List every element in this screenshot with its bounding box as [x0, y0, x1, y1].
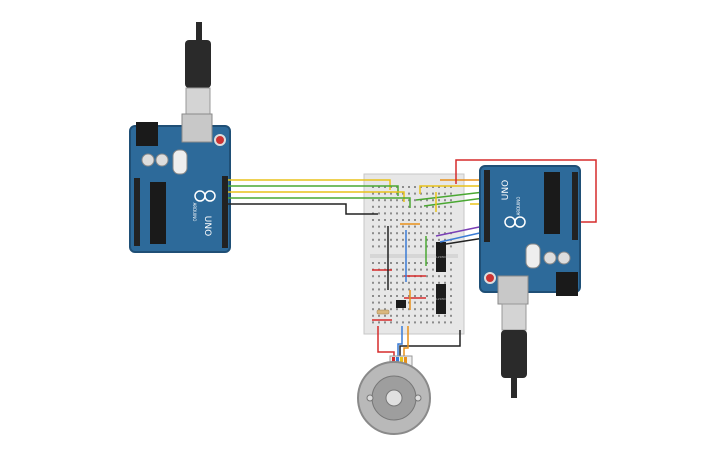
wire-green[interactable] — [228, 197, 411, 208]
power-jack — [136, 122, 158, 146]
board-brand-label: ARDUINO — [192, 203, 197, 222]
wire-red[interactable] — [455, 159, 597, 223]
digital-header — [484, 170, 490, 242]
wire-purple[interactable] — [435, 225, 485, 237]
wire-blue[interactable] — [439, 231, 485, 243]
usb-plug-icon — [185, 40, 211, 88]
reset-button-icon[interactable] — [214, 134, 226, 146]
resistor[interactable] — [376, 309, 390, 315]
wire-green[interactable] — [415, 191, 485, 201]
wire-black[interactable] — [445, 237, 485, 245]
crystal — [172, 149, 188, 175]
motor-shaft — [385, 389, 403, 407]
board-brand-label: ARDUINO — [516, 197, 521, 216]
microcontroller-chip — [544, 172, 560, 234]
usb-jack — [497, 275, 529, 305]
svg-text:L293D: L293D — [436, 297, 446, 301]
usb-plug-icon — [501, 330, 527, 378]
board-model-label: UNO — [501, 180, 511, 200]
svg-text:L293D: L293D — [436, 255, 446, 259]
ic-chip-icon: L293D — [436, 284, 447, 314]
board-model-label: UNO — [202, 216, 212, 236]
arduino-uno-left[interactable]: UNO ARDUINO — [129, 113, 231, 253]
arduino-uno-right[interactable]: UNO ARDUINO — [479, 165, 581, 305]
usb-cable-wire — [196, 22, 202, 40]
crystal — [525, 243, 541, 269]
capacitor-icon — [557, 251, 571, 265]
capacitor-icon — [155, 153, 169, 167]
capacitor-icon — [141, 153, 155, 167]
analog-header — [134, 178, 140, 246]
digital-header — [222, 176, 228, 248]
arduino-logo-icon — [194, 190, 216, 202]
wire-black[interactable] — [399, 330, 461, 360]
reset-button-icon[interactable] — [484, 272, 496, 284]
wire-black[interactable] — [228, 203, 378, 215]
ic-chip-icon — [396, 300, 406, 308]
capacitor-icon — [543, 251, 557, 265]
wire-yellow[interactable] — [419, 185, 484, 194]
usb-cable-wire — [511, 378, 517, 398]
wire-green[interactable] — [423, 197, 485, 207]
ic-chip-icon: L293D — [436, 242, 447, 272]
wire-blue[interactable] — [397, 326, 403, 360]
usb-jack — [181, 113, 213, 143]
wire-orange[interactable] — [403, 326, 409, 360]
usb-cable-left[interactable] — [185, 22, 211, 115]
arduino-logo-icon — [504, 216, 526, 228]
microcontroller-chip — [150, 182, 166, 244]
breadboard[interactable] — [363, 173, 465, 335]
usb-connector — [501, 303, 527, 331]
stepper-motor-icon[interactable] — [357, 355, 431, 435]
analog-header — [572, 172, 578, 240]
usb-cable-right[interactable] — [501, 303, 527, 398]
power-jack — [556, 272, 578, 296]
breadboard-channel — [370, 254, 458, 258]
breadboard-holes — [372, 186, 452, 324]
usb-connector — [185, 87, 211, 115]
